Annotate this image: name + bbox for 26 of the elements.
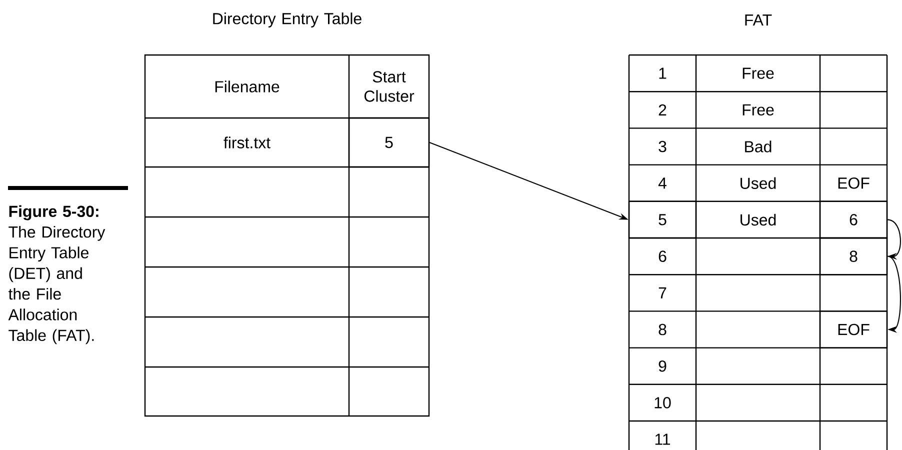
table-cell: 5 [348, 117, 430, 168]
column-header: Filename [215, 80, 280, 92]
cell-label: Bad [745, 140, 772, 152]
cell-label: 9 [658, 360, 666, 372]
cell-label: Used [740, 177, 776, 189]
cell-label: 11 [655, 434, 670, 445]
cell-label: 3 [658, 140, 666, 152]
table-cell: 6 [819, 200, 888, 239]
table-title: Directory Entry Table [213, 12, 362, 28]
arrow [888, 219, 901, 260]
figure-caption: Figure 5-30: The Directory Entry Table (DET) and the File Allocation Table (FAT). [8, 205, 106, 344]
cell-label: 2 [658, 104, 666, 116]
column-header: Start Cluster [364, 71, 414, 102]
cell-label: 8 [658, 324, 666, 336]
arrow [887, 256, 901, 333]
cell-label: 7 [658, 287, 666, 298]
cell-label: first.txt [224, 136, 270, 148]
cell-label: Free [742, 104, 774, 116]
cell-label: Free [742, 68, 774, 79]
cell-label: Used [740, 214, 776, 226]
table-title: FAT [745, 14, 772, 26]
cell-label: 1 [659, 68, 666, 79]
cell-label: 10 [654, 397, 671, 408]
table-cell: EOF [819, 310, 888, 348]
table-cell: 5 [628, 200, 697, 239]
table-cell: 8 [819, 237, 888, 276]
